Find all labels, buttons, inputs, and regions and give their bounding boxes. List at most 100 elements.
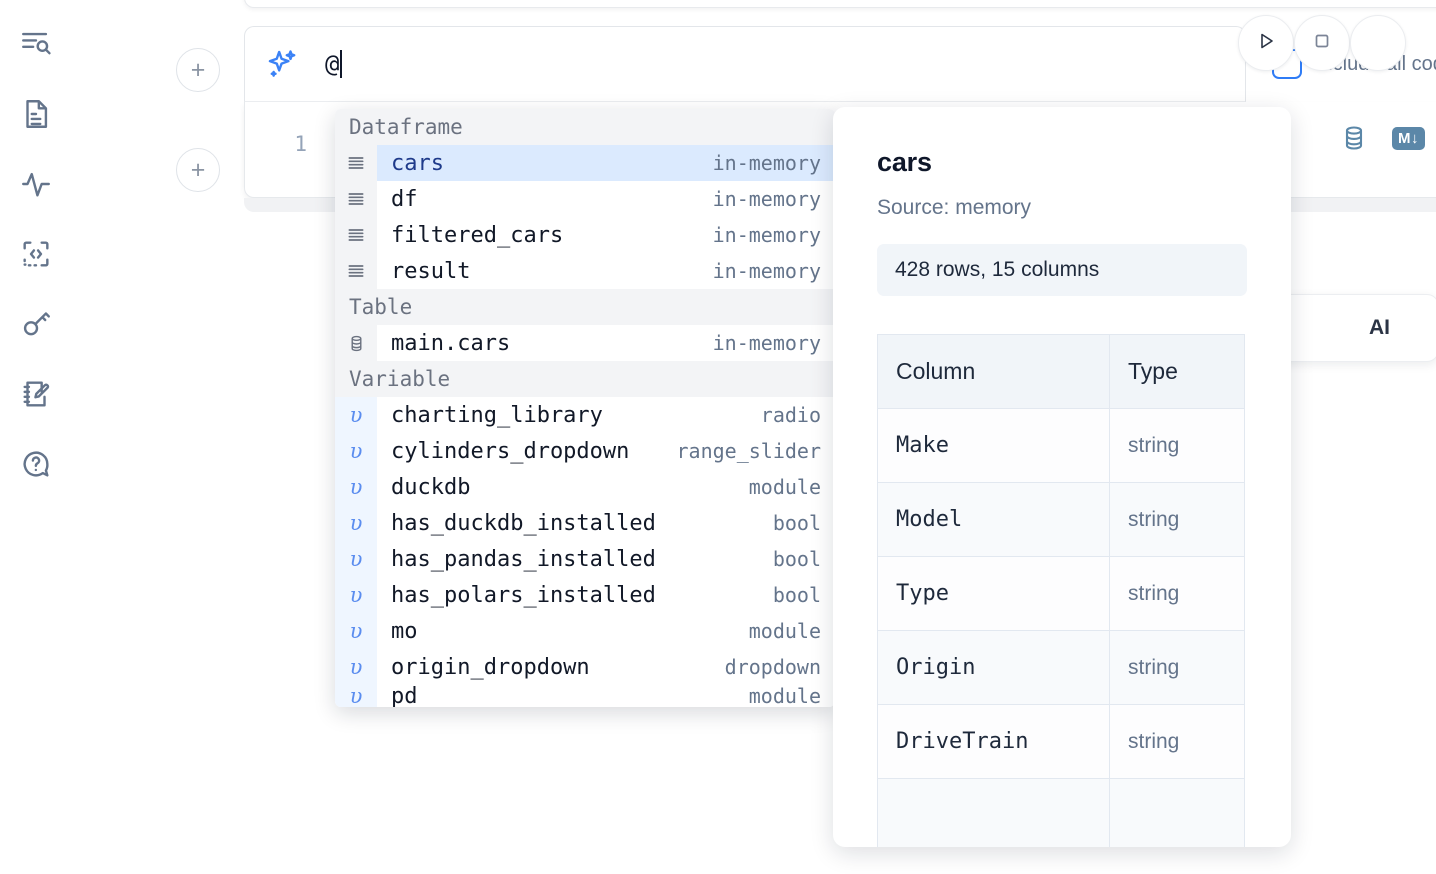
doc-title: cars — [877, 147, 932, 177]
autocomplete-item-type: bool — [772, 583, 821, 607]
autocomplete-item-label: cylinders_dropdown — [391, 438, 630, 464]
text-caret — [340, 50, 343, 78]
autocomplete-item-label: charting_library — [391, 402, 603, 428]
autocomplete-item-label: has_polars_installed — [391, 582, 656, 608]
autocomplete-item-type: bool — [772, 547, 821, 571]
table-header-row: Column Type — [877, 334, 1245, 409]
cell-column-type: string — [1109, 630, 1245, 705]
autocomplete-item-label: mo — [391, 618, 418, 644]
autocomplete-item-label: cars — [391, 150, 444, 176]
cell-column-name: Type — [877, 556, 1110, 631]
cell-column-name: Model — [877, 482, 1110, 557]
dataframe-icon — [335, 217, 377, 253]
chat-question-icon — [19, 447, 53, 481]
sidebar-item-files[interactable] — [10, 88, 62, 140]
ai-prompt-input[interactable]: @ — [325, 50, 343, 78]
variable-icon: υ — [335, 649, 377, 685]
line-number: 1 — [294, 132, 307, 156]
documentation-panel: cars Source: memory 428 rows, 15 columns… — [833, 107, 1291, 847]
doc-source: Source: memory — [877, 196, 1032, 219]
markdown-icon[interactable]: M↓ — [1392, 126, 1425, 150]
ai-prompt-box[interactable]: @ — [244, 26, 1246, 102]
sidebar-item-secrets[interactable] — [10, 298, 62, 350]
autocomplete-item-type: module — [748, 475, 821, 499]
doc-shape-badge: 428 rows, 15 columns — [877, 244, 1247, 296]
variable-icon: υ — [335, 577, 377, 613]
stop-square-icon — [1310, 29, 1334, 58]
autocomplete-item-type: module — [748, 619, 821, 643]
run-cell-button[interactable] — [1238, 15, 1294, 71]
code-snippet-icon — [19, 237, 53, 271]
sidebar-item-scratchpad[interactable] — [10, 368, 62, 420]
autocomplete-item-label: has_duckdb_installed — [391, 510, 656, 536]
add-cell-button-top[interactable]: + — [176, 48, 220, 92]
autocomplete-item[interactable]: υ cylinders_dropdown range_slider — [335, 433, 835, 469]
autocomplete-item-label: duckdb — [391, 474, 471, 500]
cell-above-partial — [244, 0, 1436, 8]
sidebar-item-variables[interactable] — [10, 158, 62, 210]
variable-icon: υ — [335, 541, 377, 577]
autocomplete-item[interactable]: υ has_duckdb_installed bool — [335, 505, 835, 541]
file-text-icon — [19, 97, 53, 131]
autocomplete-item-type: range_slider — [676, 439, 822, 463]
database-icon[interactable] — [1340, 124, 1368, 152]
autocomplete-item-label: df — [391, 186, 418, 212]
autocomplete-item-type: bool — [772, 511, 821, 535]
sidebar-item-snippets[interactable] — [10, 228, 62, 280]
column-header-type: Type — [1109, 334, 1245, 409]
autocomplete-item-type: module — [748, 685, 821, 707]
variable-icon: υ — [335, 469, 377, 505]
cell-column-name — [877, 778, 1110, 847]
dataframe-icon — [335, 253, 377, 289]
sparkle-ai-icon — [265, 47, 299, 81]
autocomplete-item[interactable]: filtered_cars in-memory — [335, 217, 835, 253]
add-cell-button-bottom[interactable]: + — [176, 148, 220, 192]
variable-icon: υ — [335, 505, 377, 541]
dataframe-icon — [335, 181, 377, 217]
sidebar-item-outline[interactable] — [10, 18, 62, 70]
variable-icon: υ — [335, 397, 377, 433]
key-icon — [19, 307, 53, 341]
activity-pulse-icon — [19, 167, 53, 201]
cell-column-type: string — [1109, 704, 1245, 779]
more-cell-actions-button[interactable] — [1350, 15, 1406, 71]
autocomplete-item-type: in-memory — [712, 223, 821, 247]
sidebar-rail — [0, 0, 72, 874]
autocomplete-item-label: pd — [391, 685, 418, 707]
dataframe-icon — [335, 145, 377, 181]
notebook-pencil-icon — [19, 377, 53, 411]
autocomplete-item-label: filtered_cars — [391, 222, 564, 248]
cell-column-type — [1109, 778, 1245, 847]
cell-toolbar: M↓ — [1340, 124, 1425, 152]
cell-column-type: string — [1109, 556, 1245, 631]
variable-icon: υ — [335, 433, 377, 469]
column-header-column: Column — [877, 334, 1110, 409]
autocomplete-item[interactable]: υ has_polars_installed bool — [335, 577, 835, 613]
autocomplete-group-header: Dataframe — [335, 109, 835, 145]
cell-column-type: string — [1109, 408, 1245, 483]
play-icon — [1254, 29, 1278, 58]
variable-icon: υ — [335, 685, 377, 707]
sidebar-item-help[interactable] — [10, 438, 62, 490]
table-row — [877, 778, 1245, 847]
autocomplete-item-type: in-memory — [712, 259, 821, 283]
stop-cell-button[interactable] — [1294, 15, 1350, 71]
autocomplete-group-header: Table — [335, 289, 835, 325]
cell-column-name: DriveTrain — [877, 704, 1110, 779]
